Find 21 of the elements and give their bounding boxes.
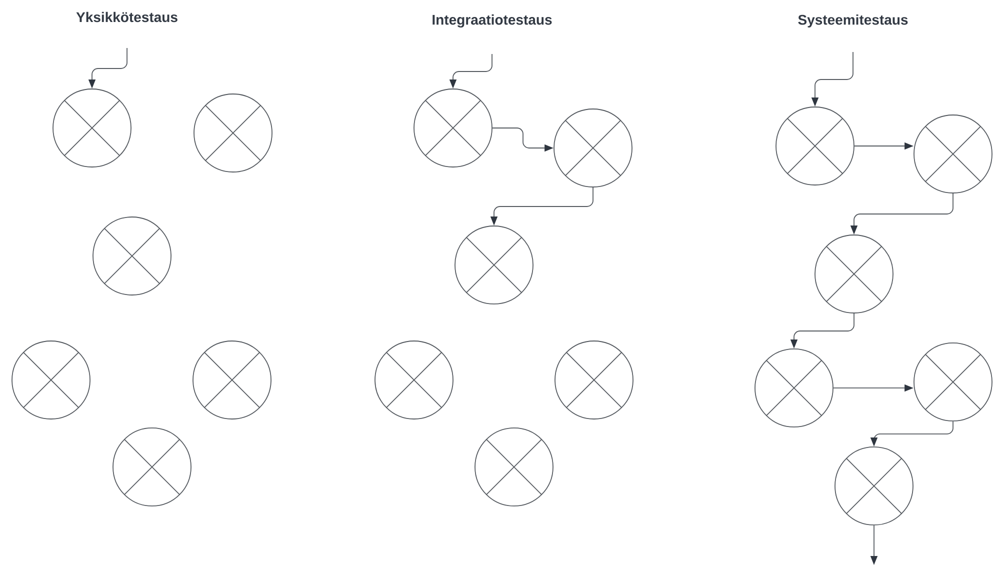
circle-cross-symbol — [194, 94, 272, 172]
circle-cross-symbol — [914, 114, 992, 194]
circle-cross-symbol — [52, 88, 132, 168]
circle-cross-symbol — [92, 216, 172, 296]
circle-cross-symbol — [754, 348, 834, 428]
circle-cross-symbol — [12, 340, 90, 420]
panel-heading: Systeemitestaus — [798, 14, 908, 28]
circle-cross-symbol — [814, 234, 894, 314]
panel-heading: Yksikkötestaus — [76, 12, 178, 22]
circle-cross-symbol — [112, 428, 192, 506]
circle-cross-symbol — [414, 88, 492, 168]
circle-cross-symbol — [474, 428, 554, 506]
circle-cross-symbol — [374, 340, 454, 420]
circle-cross-symbol — [834, 446, 914, 526]
panel-heading: Integraatiotestaus — [432, 14, 552, 28]
circle-cross-symbol — [776, 106, 854, 186]
circle-cross-symbol — [454, 226, 534, 304]
circle-cross-symbol — [914, 342, 992, 422]
circle-cross-symbol — [554, 108, 632, 188]
circle-cross-symbol — [554, 340, 634, 420]
circle-cross-symbol — [192, 340, 272, 420]
